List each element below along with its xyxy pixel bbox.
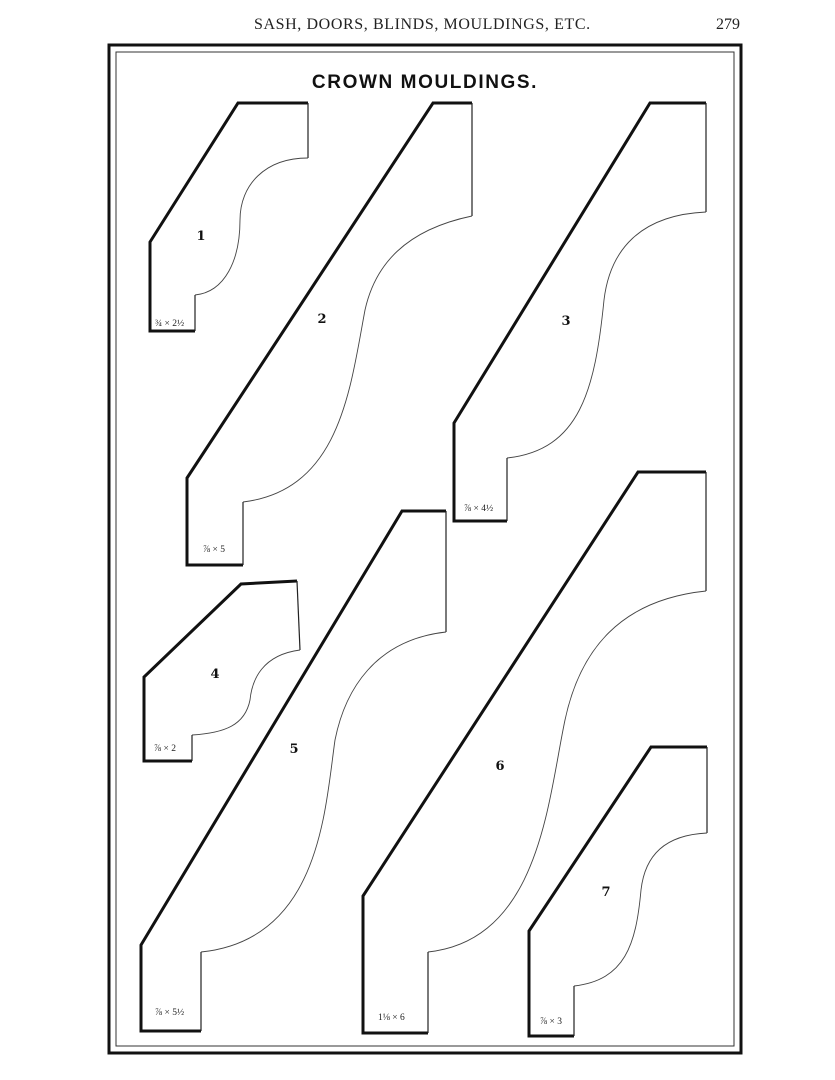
moulding-4-size: ⅞ × 2 — [154, 744, 176, 754]
moulding-5-size: ⅞ × 5½ — [155, 1007, 184, 1018]
moulding-3: 3 ⅞ × 4½ — [452, 101, 707, 523]
outer-frame — [107, 43, 743, 1055]
moulding-1-profile-curve — [194, 157, 309, 296]
moulding-5-outline-thick — [139, 509, 446, 1033]
moulding-1-number: 1 — [196, 229, 205, 244]
moulding-1-outline-thick — [148, 101, 308, 333]
running-head: SASH, DOORS, BLINDS, MOULDINGS, ETC. 279 — [0, 16, 835, 38]
moulding-6-outline-thick — [361, 470, 706, 1035]
moulding-2-outline-thick — [185, 101, 472, 567]
running-title: SASH, DOORS, BLINDS, MOULDINGS, ETC. — [254, 16, 591, 33]
moulding-2-number: 2 — [317, 312, 326, 327]
moulding-7-outline-thick — [527, 745, 707, 1038]
moulding-2: 2 ⅞ × 5 — [185, 101, 473, 567]
moulding-5-profile-curve — [200, 631, 447, 953]
moulding-3-size: ⅞ × 4½ — [464, 503, 493, 514]
moulding-2-profile-curve — [242, 215, 473, 503]
moulding-7-size: ⅞ × 3 — [540, 1017, 562, 1027]
page-number: 279 — [716, 16, 740, 33]
moulding-5-number: 5 — [289, 742, 298, 757]
moulding-6-size: 1⅛ × 6 — [378, 1013, 405, 1023]
moulding-7-number: 7 — [601, 885, 610, 900]
moulding-4-profile-curve — [191, 649, 301, 736]
moulding-4-number: 4 — [210, 667, 219, 682]
moulding-5: 5 ⅞ × 5½ — [139, 509, 447, 1033]
moulding-3-number: 3 — [561, 314, 570, 329]
moulding-1-size: ¾ × 2½ — [155, 318, 184, 329]
moulding-4-back-edge — [296, 580, 301, 651]
moulding-4-outline-thick — [142, 579, 298, 763]
moulding-3-profile-curve — [506, 211, 707, 459]
moulding-6-profile-curve — [427, 590, 707, 953]
moulding-6-number: 6 — [495, 759, 504, 774]
inner-frame — [115, 51, 735, 1047]
moulding-3-outline-thick — [452, 101, 706, 523]
moulding-7: 7 ⅞ × 3 — [527, 745, 708, 1038]
moulding-2-size: ⅞ × 5 — [203, 545, 225, 555]
moulding-1: 1 ¾ × 2½ — [148, 101, 309, 333]
plate-title: CROWN MOULDINGS. — [312, 72, 538, 93]
moulding-6: 6 1⅛ × 6 — [361, 470, 707, 1035]
moulding-7-profile-curve — [573, 832, 708, 987]
moulding-4: 4 ⅞ × 2 — [142, 579, 301, 763]
